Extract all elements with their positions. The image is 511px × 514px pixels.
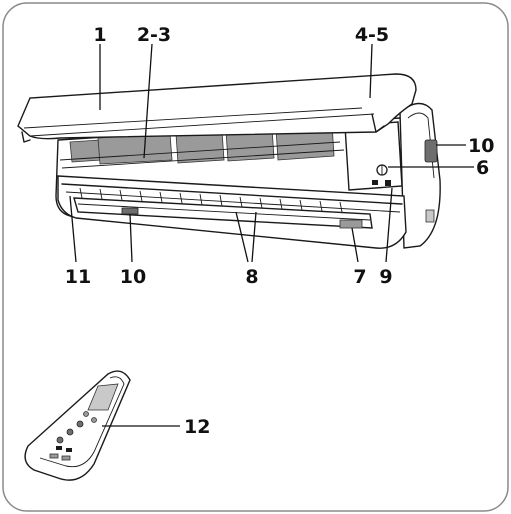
callout-1: 1 — [93, 24, 106, 46]
leader-lines — [69, 43, 474, 427]
callout-9: 9 — [379, 266, 392, 288]
callout-10-receiver: 10 — [120, 266, 146, 288]
front-panel — [17, 73, 417, 143]
callout-10-display: 10 — [468, 135, 494, 157]
louvre-assembly — [57, 175, 407, 249]
indoor-unit — [17, 73, 441, 249]
callout-11: 11 — [65, 266, 91, 288]
air-filters — [59, 123, 345, 169]
callout-2-3: 2-3 — [137, 24, 171, 46]
callouts: 1 2-3 4-5 10 6 11 10 8 7 9 12 — [65, 24, 495, 438]
display-window — [424, 139, 438, 163]
callout-6: 6 — [476, 157, 489, 179]
remote-control — [24, 370, 131, 481]
callout-12: 12 — [184, 416, 210, 438]
callout-4-5: 4-5 — [355, 24, 389, 46]
callout-8: 8 — [245, 266, 258, 288]
callout-7: 7 — [353, 266, 366, 288]
